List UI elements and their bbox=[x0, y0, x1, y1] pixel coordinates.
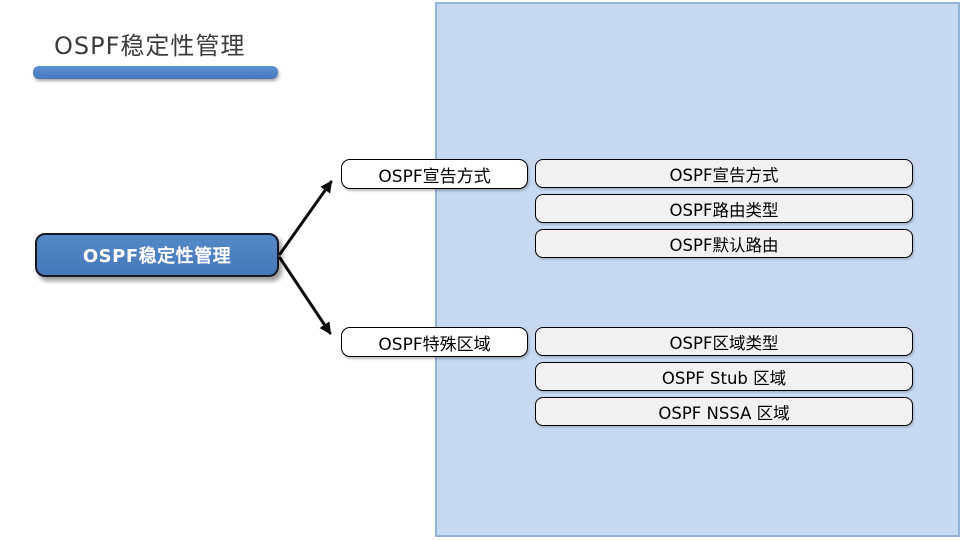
arrow-to-branch-announce bbox=[278, 180, 333, 256]
item-box-route-types: OSPF路由类型 bbox=[535, 194, 913, 223]
item-box-area-types: OSPF区域类型 bbox=[535, 327, 913, 356]
title-underline-bar bbox=[33, 66, 278, 79]
branch-node-announce-mode: OSPF宣告方式 bbox=[341, 159, 528, 189]
arrow-to-branch-special-area bbox=[278, 256, 332, 335]
root-node-label: OSPF稳定性管理 bbox=[82, 246, 232, 267]
branch-node-special-area: OSPF特殊区域 bbox=[341, 327, 528, 357]
item-box-stub-area: OSPF Stub 区域 bbox=[535, 362, 913, 391]
item-box-default-route: OSPF默认路由 bbox=[535, 229, 913, 258]
background-panel bbox=[435, 2, 960, 537]
item-box-nssa-area: OSPF NSSA 区域 bbox=[535, 397, 913, 426]
slide-title: OSPF稳定性管理 bbox=[54, 32, 246, 60]
root-node: OSPF稳定性管理 bbox=[35, 233, 279, 277]
item-box-announce-mode: OSPF宣告方式 bbox=[535, 159, 913, 188]
